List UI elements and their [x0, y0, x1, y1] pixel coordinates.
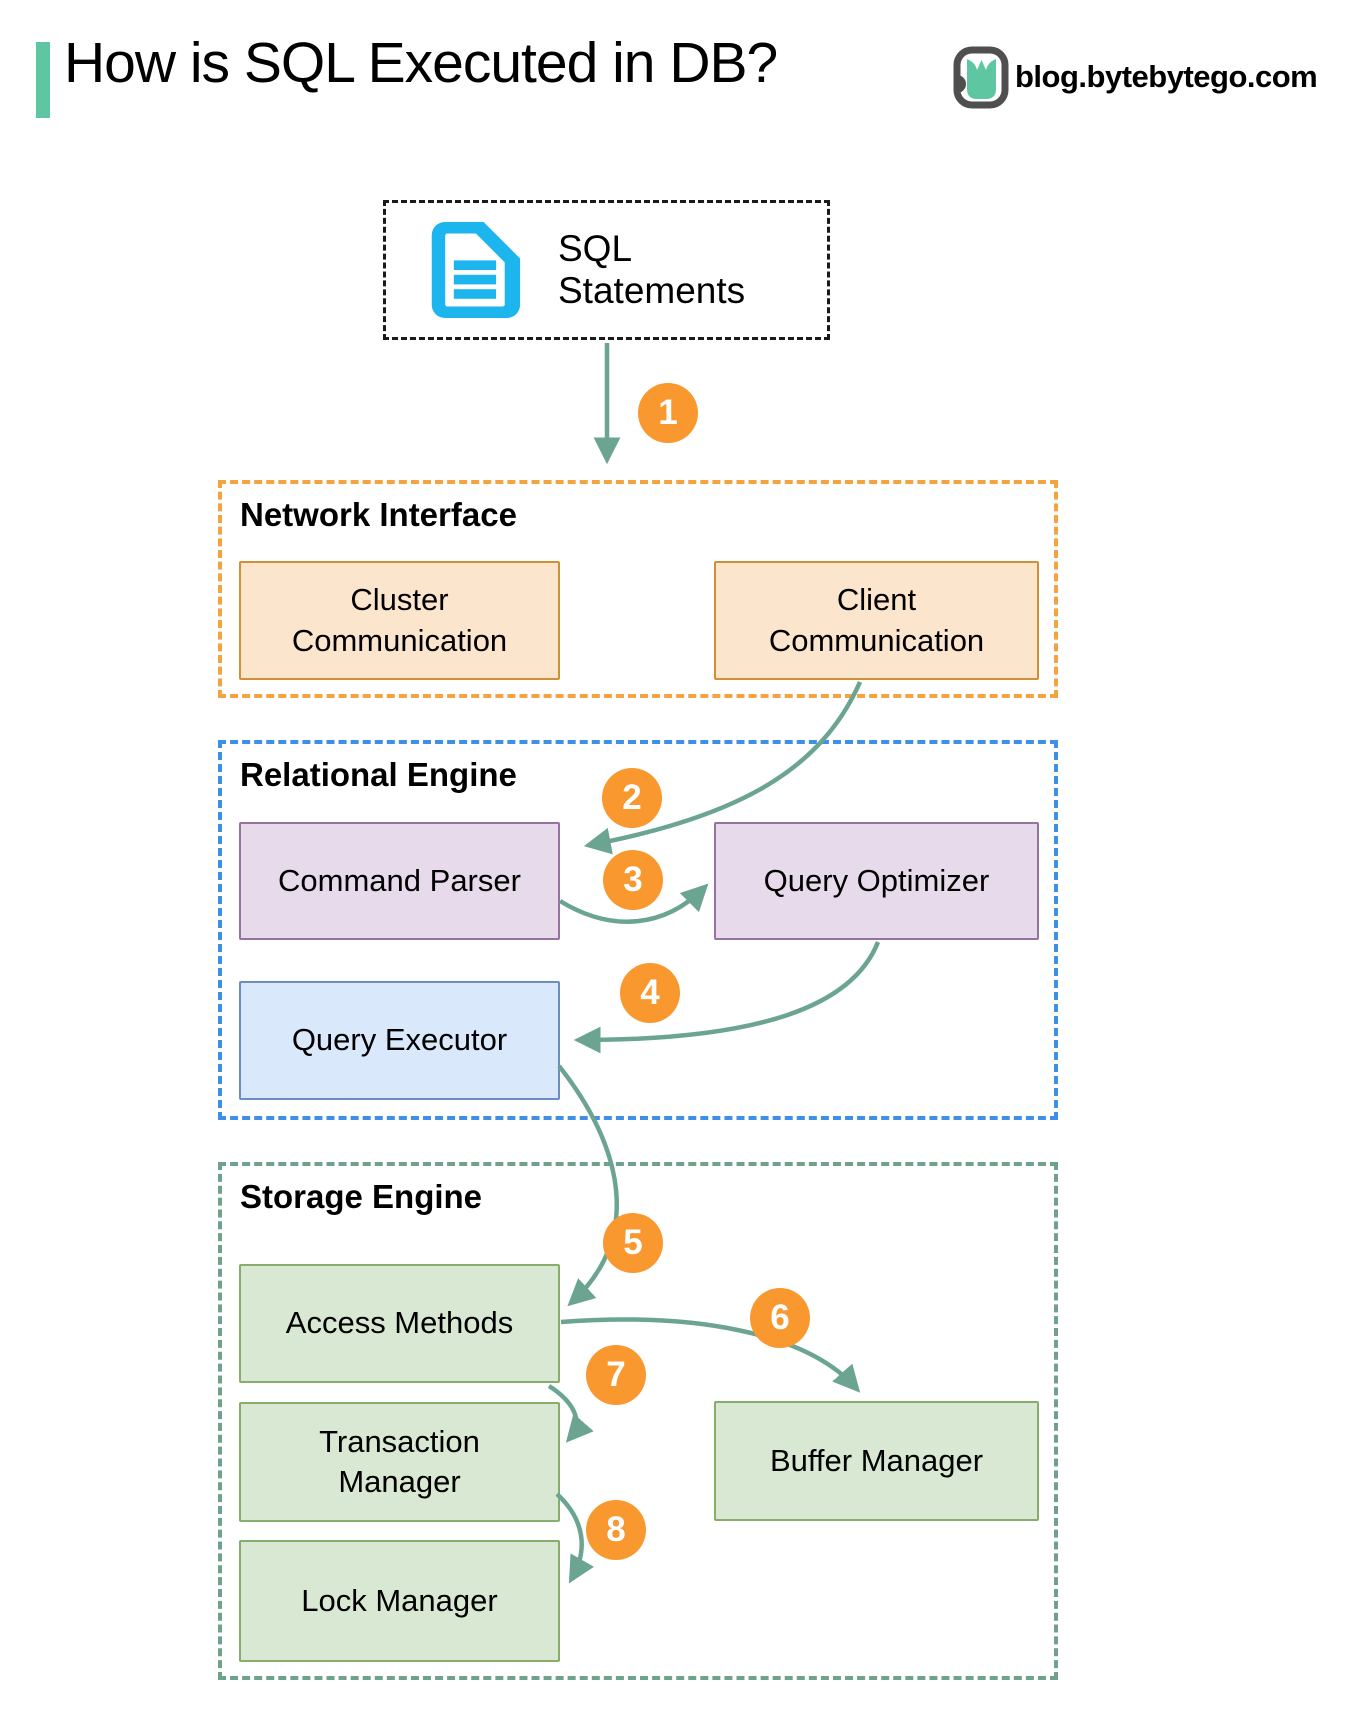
node-command-parser: Command Parser — [239, 822, 560, 940]
node-cluster-communication: Cluster Communication — [239, 561, 560, 680]
section-title-storage-engine: Storage Engine — [240, 1178, 483, 1215]
node-lock-manager: Lock Manager — [239, 1540, 560, 1662]
step-badge-6: 6 — [750, 1288, 810, 1348]
node-query-executor: Query Executor — [239, 981, 560, 1100]
step-badge-4: 4 — [620, 963, 680, 1023]
step-badge-1: 1 — [638, 383, 698, 443]
node-buffer-manager: Buffer Manager — [714, 1401, 1039, 1521]
step-badge-2: 2 — [602, 768, 662, 828]
step-badge-3: 3 — [603, 850, 663, 910]
step-badge-7: 7 — [586, 1345, 646, 1405]
sql-statements-box: SQL Statements — [383, 200, 830, 340]
sql-statements-label: SQL Statements — [558, 228, 746, 311]
node-transaction-manager: Transaction Manager — [239, 1402, 560, 1522]
title-accent-bar — [36, 42, 50, 118]
bytebytego-logo-icon — [953, 46, 1009, 109]
section-title-network-interface: Network Interface — [240, 496, 517, 533]
section-storage-engine: Storage Engine — [218, 1162, 1058, 1680]
step-badge-5: 5 — [603, 1213, 663, 1273]
page-title: How is SQL Executed in DB? — [64, 31, 778, 95]
node-access-methods: Access Methods — [239, 1264, 560, 1383]
section-title-relational-engine: Relational Engine — [240, 756, 517, 793]
node-client-communication: Client Communication — [714, 561, 1039, 680]
brand: blog.bytebytego.com — [952, 44, 1318, 110]
step-badge-8: 8 — [586, 1500, 646, 1560]
brand-text: blog.bytebytego.com — [1015, 59, 1318, 94]
node-query-optimizer: Query Optimizer — [714, 822, 1039, 940]
document-icon — [431, 222, 521, 318]
